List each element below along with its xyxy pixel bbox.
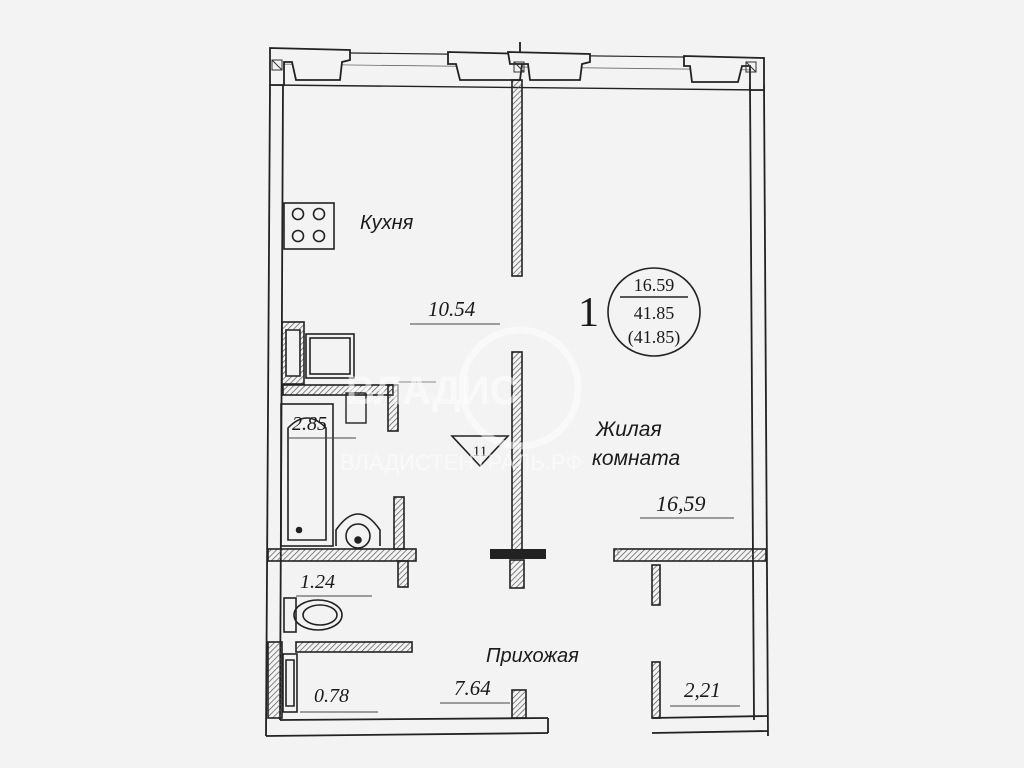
hallway-post: [511, 689, 527, 719]
washbasin-icon: [335, 513, 381, 549]
toilet-icon: [283, 597, 343, 633]
bathroom-right-wall-upper: [387, 384, 399, 432]
living-area-value: 16.59: [634, 275, 675, 295]
total-area-alt-value: (41.85): [628, 327, 681, 348]
window-piers: [269, 47, 765, 91]
kitchen-sink-icon: [281, 321, 355, 385]
toilet-bottom-wall: [295, 641, 413, 653]
total-area-value: 41.85: [634, 303, 675, 323]
stove-icon: [283, 202, 335, 250]
toilet-area: 1.24: [300, 571, 335, 593]
watermark-logo-text: ВЛАДИС: [346, 369, 518, 413]
watermark-logo-icon: [458, 326, 582, 450]
partition-upper: [511, 79, 523, 277]
outer-walls: [265, 51, 769, 737]
stair-marker: 11: [450, 435, 510, 468]
fridge-icon: [345, 392, 367, 424]
stair-marker-number: 11: [473, 444, 487, 460]
storage-wall-stub-lower: [651, 661, 661, 719]
area-underlines: [288, 323, 740, 713]
apartment-marker: 1 16.59 41.85 (41.85): [578, 267, 701, 357]
bathtub-icon: [280, 403, 334, 547]
hallway-label: Прихожая: [486, 645, 579, 667]
closet-side-wall: [267, 641, 283, 719]
bathroom-area: 2.85: [292, 413, 327, 435]
door-marker: [490, 549, 546, 589]
living-room-label-line2: комната: [592, 447, 680, 470]
closet-icon: [282, 653, 298, 713]
interior-walls: [267, 79, 767, 719]
hallway-area: 7.64: [454, 676, 491, 700]
living-room-label-line1: Жилая: [595, 418, 662, 441]
toilet-door-jamb: [397, 560, 409, 588]
apartment-area-circle: [607, 267, 701, 357]
storage-top-wall: [613, 548, 767, 562]
storage-wall-stub-upper: [651, 564, 661, 606]
kitchen-area: 10.54: [428, 297, 476, 321]
closet-area: 0.78: [314, 685, 349, 707]
storage-area: 2,21: [684, 678, 721, 702]
living-room-area: 16,59: [656, 491, 706, 516]
bath-toilet-wall: [267, 548, 417, 562]
door-swings: [398, 381, 619, 555]
kitchen-label: Кухня: [360, 212, 414, 234]
watermark: ВЛАДИС ВЛАДИСТЕНТРАЛЬ.РФ: [340, 326, 582, 475]
bathroom-right-wall-lower: [393, 496, 405, 550]
window-marks: [271, 42, 757, 73]
apartment-number: 1: [578, 290, 599, 336]
watermark-subtext: ВЛАДИСТЕНТРАЛЬ.РФ: [340, 450, 582, 475]
